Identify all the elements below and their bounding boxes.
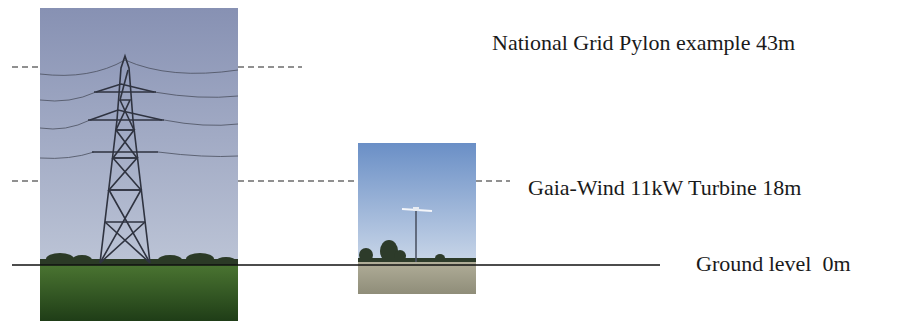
field [358,262,476,294]
height-label: National Grid Pylon example 43m [492,30,795,55]
ground-line [12,264,660,266]
dashed-line [12,180,40,181]
turbine-nacelle [413,207,419,211]
turbine-tower [415,210,417,262]
pylon-tower [88,56,164,263]
sky [358,143,476,263]
dashed-line [476,180,510,181]
tree-line [40,253,238,265]
height-markers [12,67,510,181]
trees [358,240,476,262]
dashed-line [238,66,302,67]
height-label: Ground level 0m [696,251,851,276]
height-label: Gaia-Wind 11kW Turbine 18m [528,175,802,200]
field [40,265,238,321]
pylon-photo [40,8,238,321]
power-wires [40,60,238,158]
turbine-photo [358,143,476,294]
dashed-line [238,180,358,181]
sky [40,8,238,266]
dashed-line [12,66,40,67]
